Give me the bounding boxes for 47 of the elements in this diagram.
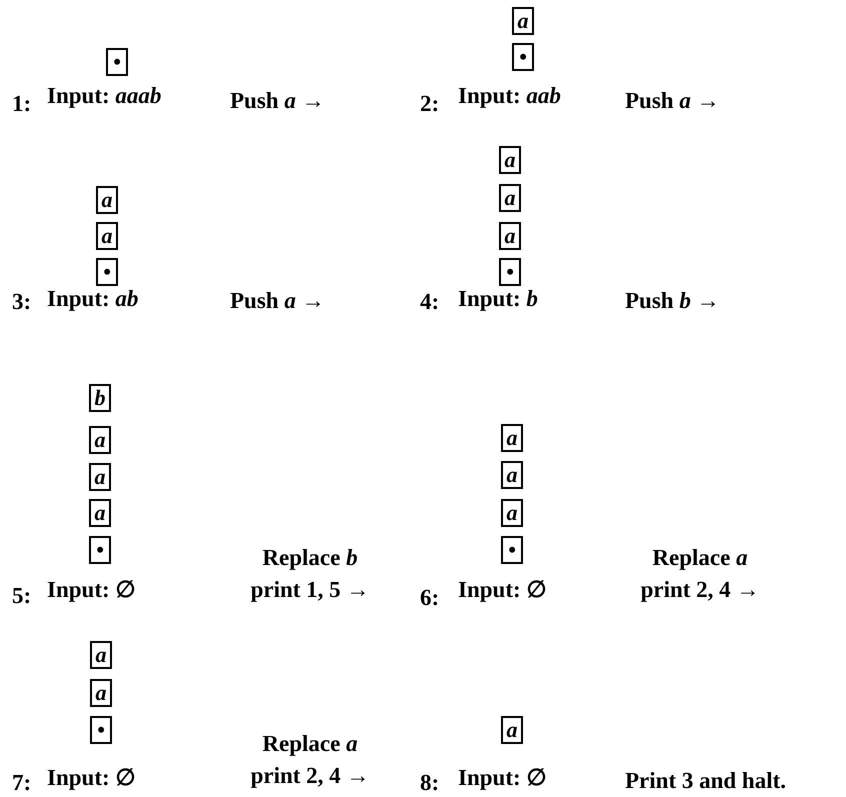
action-text: Push a → bbox=[230, 287, 325, 315]
stack-cell: a bbox=[501, 499, 523, 527]
input-text: Input: aab bbox=[458, 82, 561, 110]
stack-cell: • bbox=[89, 536, 111, 564]
action-text: Push b → bbox=[625, 287, 720, 315]
input-text: Input: b bbox=[458, 285, 538, 313]
action-text: Replace a print 2, 4 → bbox=[640, 544, 760, 604]
stack-cell: b bbox=[89, 384, 111, 412]
input-text: Input: ∅ bbox=[47, 764, 136, 792]
action-text: Replace a print 2, 4 → bbox=[250, 730, 370, 790]
stack-cell: a bbox=[96, 222, 118, 250]
stack-cell: a bbox=[90, 641, 112, 669]
action-text: Print 3 and halt. bbox=[625, 767, 786, 795]
action-text: Push a → bbox=[625, 87, 720, 115]
step-number: 1: bbox=[12, 90, 32, 118]
stack-cell: a bbox=[90, 679, 112, 707]
step-number: 8: bbox=[420, 769, 440, 797]
step-number: 2: bbox=[420, 90, 440, 118]
stack-cell: a bbox=[499, 222, 521, 250]
stack-cell: • bbox=[499, 258, 521, 286]
stack-cell: a bbox=[501, 424, 523, 452]
stack-cell: a bbox=[89, 499, 111, 527]
input-text: Input: aaab bbox=[47, 82, 162, 110]
stack-cell: • bbox=[96, 258, 118, 286]
stack-cell: a bbox=[499, 146, 521, 174]
action-text: Push a → bbox=[230, 87, 325, 115]
stack-cell: • bbox=[501, 536, 523, 564]
input-text: Input: ab bbox=[47, 285, 138, 313]
step-number: 3: bbox=[12, 288, 32, 316]
stack-cell: a bbox=[89, 463, 111, 491]
step-number: 7: bbox=[12, 769, 32, 797]
stack-cell: a bbox=[501, 461, 523, 489]
stack-cell: a bbox=[96, 186, 118, 214]
stack-cell: • bbox=[90, 716, 112, 744]
stack-cell: • bbox=[106, 48, 128, 76]
action-text: Replace b print 1, 5 → bbox=[250, 544, 370, 604]
stack-cell: a bbox=[499, 184, 521, 212]
step-number: 4: bbox=[420, 288, 440, 316]
stack-cell: • bbox=[512, 43, 534, 71]
input-text: Input: ∅ bbox=[458, 764, 546, 792]
input-text: Input: ∅ bbox=[458, 576, 546, 604]
step-number: 5: bbox=[12, 582, 32, 610]
stack-cell: a bbox=[501, 716, 523, 744]
input-text: Input: ∅ bbox=[47, 576, 136, 604]
stack-cell: a bbox=[89, 426, 111, 454]
step-number: 6: bbox=[420, 584, 440, 612]
stack-cell: a bbox=[512, 7, 534, 35]
